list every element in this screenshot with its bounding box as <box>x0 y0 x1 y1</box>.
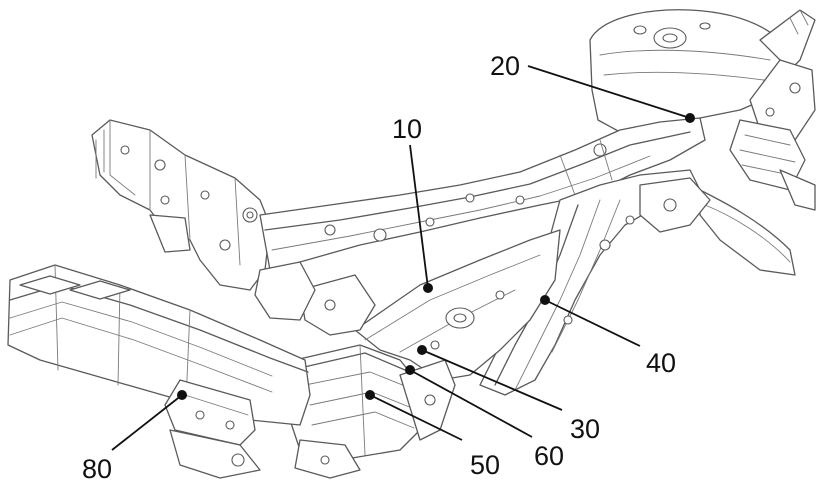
ref-label-60: 60 <box>534 441 564 471</box>
ref-label-30: 30 <box>570 414 600 444</box>
leader-dot-20 <box>685 113 695 123</box>
leader-80 <box>111 394 183 451</box>
leader-50 <box>369 394 463 441</box>
reference-labels: 10 20 40 30 60 50 80 <box>82 51 676 484</box>
leader-40 <box>544 299 641 347</box>
crash-box <box>289 344 456 479</box>
bumper-beam <box>7 264 311 479</box>
ref-label-40: 40 <box>646 348 676 378</box>
upper-rail <box>259 117 706 271</box>
ref-label-10: 10 <box>392 114 422 144</box>
leader-20 <box>527 65 691 119</box>
leader-dot-80 <box>177 390 187 400</box>
left-bracket <box>91 119 271 291</box>
leader-10 <box>409 144 429 289</box>
leader-30 <box>421 349 563 411</box>
ref-label-20: 20 <box>490 51 520 81</box>
leader-dot-40 <box>540 295 550 305</box>
ref-label-80: 80 <box>82 454 112 484</box>
leader-dot-30 <box>417 345 427 355</box>
ref-label-50: 50 <box>470 450 500 480</box>
leader-60 <box>409 369 533 438</box>
inner-structure <box>254 229 561 381</box>
leader-lines <box>111 65 695 451</box>
leader-dot-60 <box>405 365 415 375</box>
leader-dot-10 <box>423 283 433 293</box>
leader-dot-50 <box>365 390 375 400</box>
